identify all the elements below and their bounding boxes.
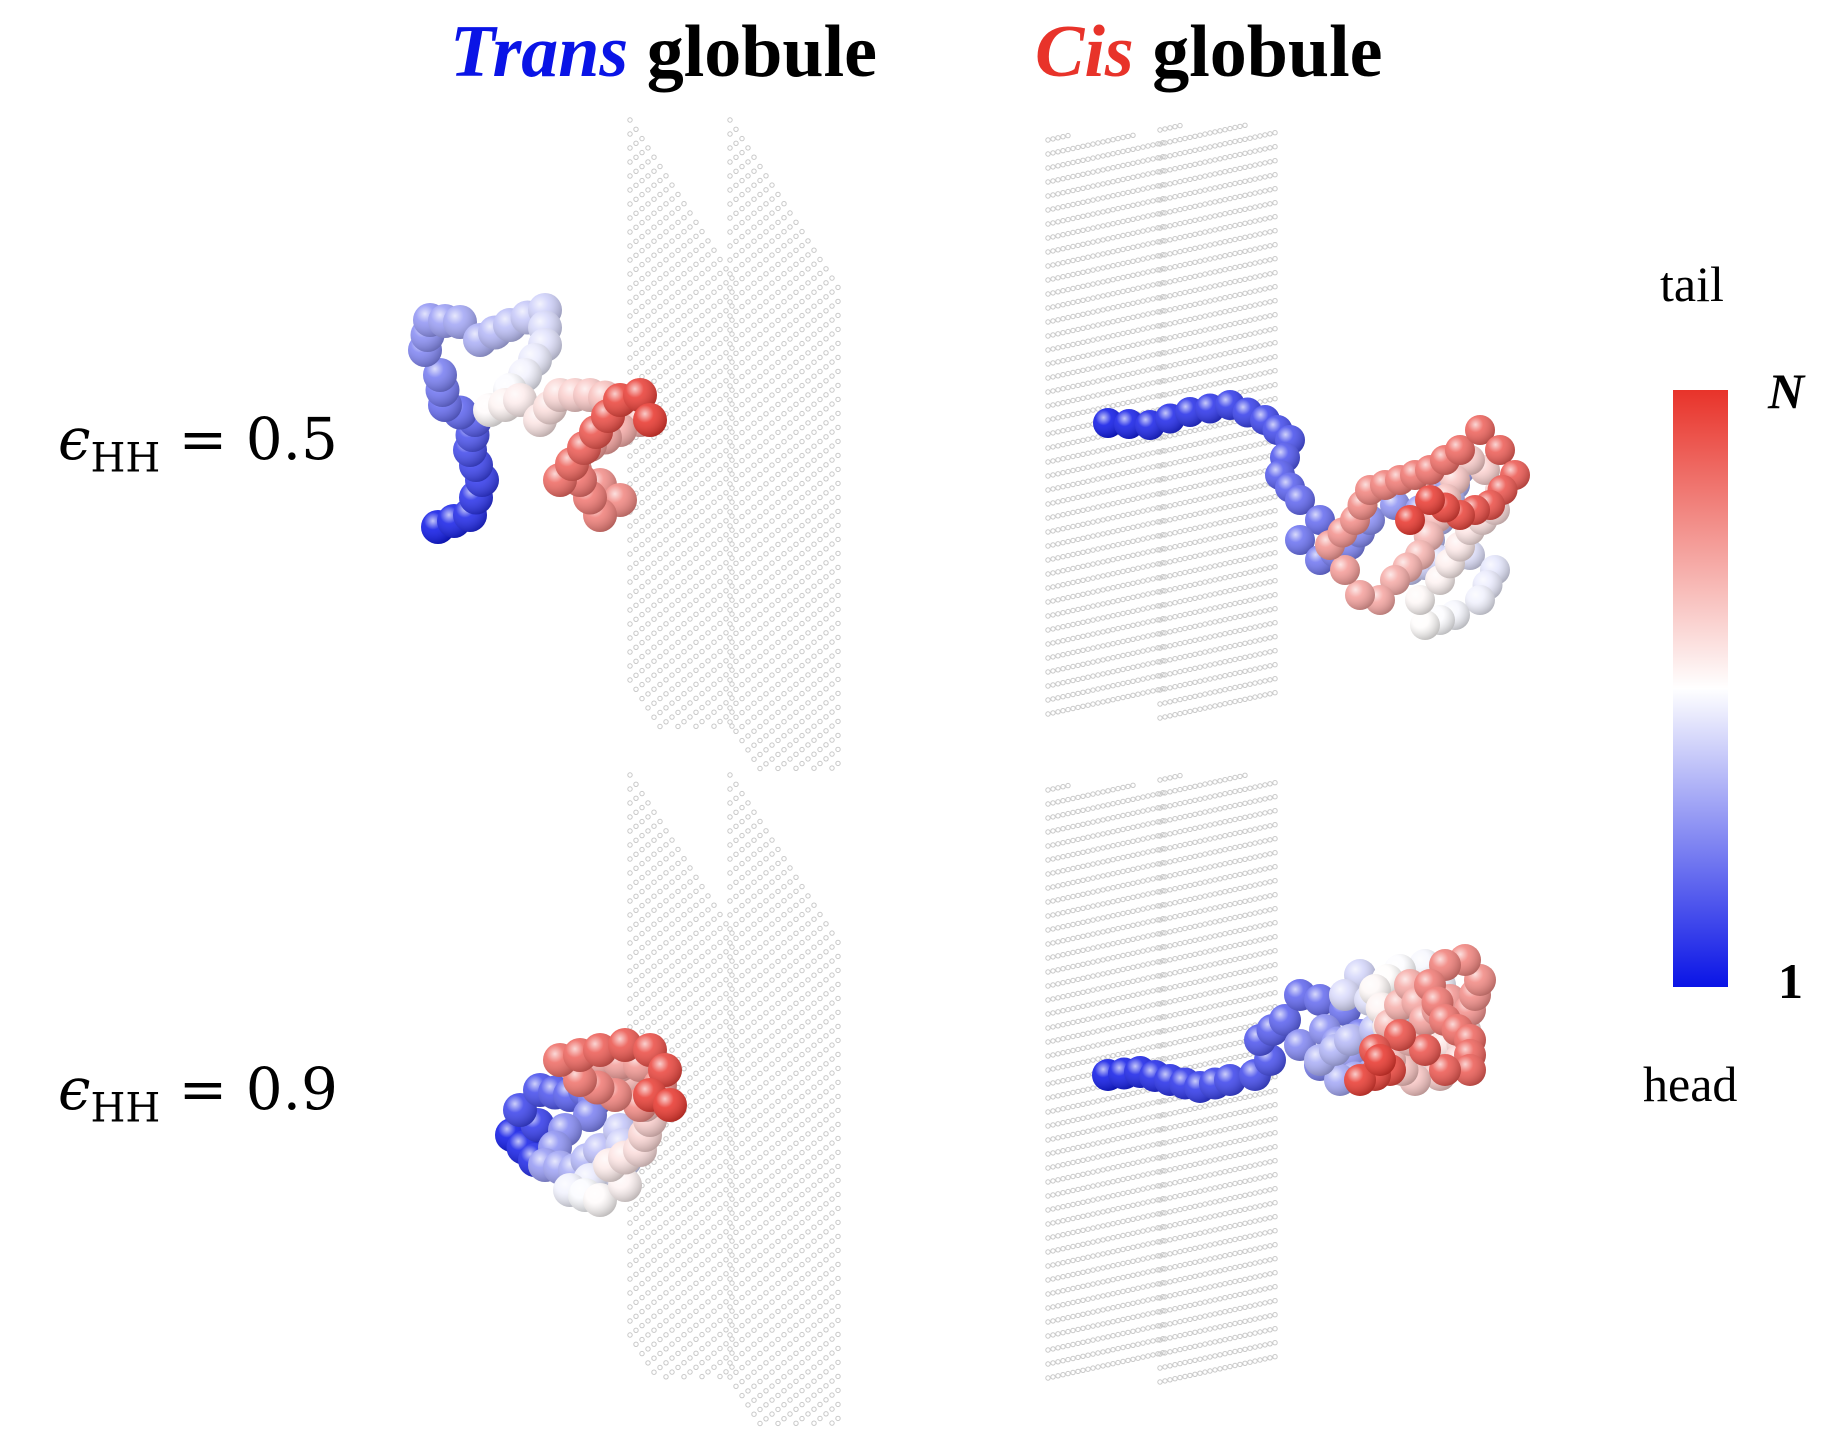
bead-shade (1409, 1034, 1441, 1066)
bead-chain-trans-2 (495, 1028, 687, 1217)
membrane-layer (627, 117, 1278, 1427)
bead-shade (1415, 485, 1445, 515)
trans-rest: globule (628, 11, 877, 93)
cis-title: Cis globule (1035, 10, 1383, 95)
membrane-lattice-cis-2a (1045, 782, 1166, 1381)
bead-shade (423, 358, 457, 392)
epsilon-symbol: ϵ (58, 1055, 91, 1123)
membrane-lattice-trans-1b (727, 117, 841, 772)
bead-shade (1329, 979, 1361, 1011)
bead-shade (1269, 1004, 1301, 1036)
bead-shade (1405, 585, 1435, 615)
bead-chain-cis-1 (1093, 390, 1530, 640)
trans-title: Trans globule (450, 10, 877, 95)
bead-shade (1429, 1054, 1461, 1086)
bead-shade (583, 1183, 617, 1217)
bead-shade (1364, 1044, 1396, 1076)
colorbar-top-label: tail (1660, 256, 1724, 312)
bead-shade (1330, 555, 1360, 585)
epsilon-subscript: HH (90, 435, 161, 482)
cis-word: Cis (1035, 11, 1134, 93)
bead-shade (1410, 610, 1440, 640)
bead-shade (1384, 1019, 1416, 1051)
epsilon-symbol: ϵ (58, 405, 91, 473)
bead-shade (1285, 525, 1315, 555)
bead-shade (1395, 505, 1425, 535)
bead-shade (1304, 984, 1336, 1016)
cis-rest: globule (1133, 11, 1383, 93)
bead-shade (1454, 1054, 1486, 1086)
bead-shade (1485, 435, 1515, 465)
bead-shade (1465, 415, 1495, 445)
row-label-1: ϵHH = 0.5 (58, 405, 338, 482)
bead-chain-cis-2 (1092, 944, 1496, 1103)
row-label-2: ϵHH = 0.9 (58, 1055, 338, 1132)
bead-shade (648, 1053, 682, 1087)
bead-shade (1445, 435, 1475, 465)
colorbar-min-label: 1 (1778, 953, 1803, 1009)
membrane-lattice-cis-1b (1157, 122, 1278, 721)
epsilon-value: = 0.5 (160, 405, 338, 473)
chain-layer (408, 293, 1530, 1217)
bead-chain-trans-1 (408, 293, 667, 544)
bead-shade (1214, 1064, 1246, 1096)
bead-shade (1465, 585, 1495, 615)
membrane-lattice-trans-1a (627, 117, 735, 730)
bead-shade (1345, 580, 1375, 610)
colorbar-max-label: N (1768, 363, 1805, 419)
bead-shade (1344, 1064, 1376, 1096)
trans-word: Trans (450, 11, 629, 93)
bead-shade (1305, 505, 1335, 535)
bead-shade (1285, 485, 1315, 515)
membrane-lattice-trans-2b (727, 772, 841, 1427)
epsilon-subscript: HH (90, 1085, 161, 1132)
bead-shade (1334, 1024, 1366, 1056)
bead-shade (573, 1098, 607, 1132)
epsilon-value: = 0.9 (160, 1055, 338, 1123)
colorbar-bottom-label: head (1643, 1056, 1738, 1112)
bead-shade (653, 1088, 687, 1122)
bead-shade (633, 403, 667, 437)
colorbar (1673, 390, 1728, 987)
